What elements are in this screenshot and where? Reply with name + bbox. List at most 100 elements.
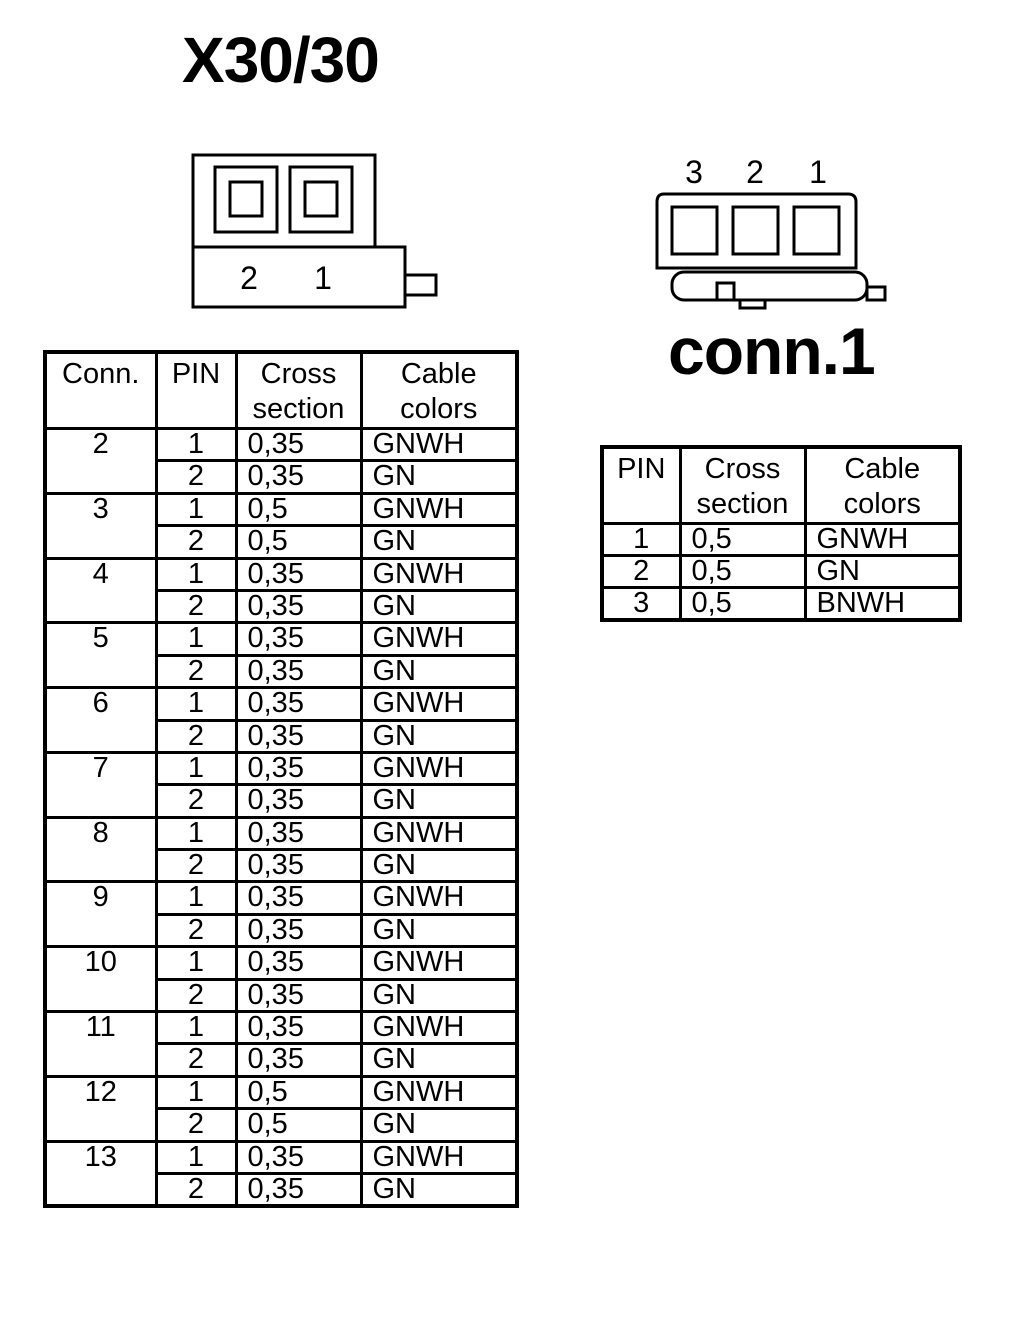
conn-cell: 4 bbox=[43, 556, 158, 625]
cable-color-cell: GNWH bbox=[359, 815, 519, 852]
pin-cell: 3 bbox=[600, 586, 682, 622]
x30-pin-label: 1 bbox=[314, 260, 332, 296]
cable-color-cell: GNWH bbox=[359, 1010, 519, 1046]
x30-30-title: X30/30 bbox=[182, 24, 380, 96]
x30-pin-label: 2 bbox=[240, 260, 258, 296]
cable-color-cell: GNWH bbox=[359, 750, 519, 787]
conn-cell: 9 bbox=[43, 880, 158, 949]
cross-section-cell: 0,35 bbox=[234, 750, 363, 787]
cable-color-cell: GN bbox=[359, 977, 519, 1014]
conn-cell: 2 bbox=[43, 427, 158, 495]
cable-color-cell: GN bbox=[359, 912, 519, 949]
pin-cell: 1 bbox=[154, 1010, 238, 1046]
cross-section-cell: 0,35 bbox=[234, 815, 363, 852]
cable-color-cell: GN bbox=[359, 459, 519, 495]
conn1-pin-label: 3 bbox=[685, 154, 703, 190]
cross-section-cell: 0,35 bbox=[234, 1042, 363, 1078]
pin-cell: 1 bbox=[154, 815, 238, 852]
pin-cell: 2 bbox=[154, 459, 238, 495]
cross-section-cell: 0,5 bbox=[234, 1107, 363, 1143]
cable-color-cell: GN bbox=[359, 848, 519, 884]
conn-cell: 12 bbox=[43, 1074, 158, 1143]
pin-cell: 1 bbox=[154, 621, 238, 657]
conn1-pin-label: 2 bbox=[746, 154, 764, 190]
header-pin: PIN bbox=[600, 445, 682, 525]
pin-cell: 2 bbox=[154, 1107, 238, 1143]
x30-connector-drawing: 2 1 bbox=[191, 153, 438, 309]
cable-color-cell: GN bbox=[359, 653, 519, 690]
cable-color-cell: GNWH bbox=[359, 621, 519, 657]
conn-cell: 13 bbox=[43, 1139, 158, 1208]
pin-cell: 2 bbox=[154, 1042, 238, 1078]
pin-cell: 1 bbox=[154, 491, 238, 528]
cross-section-cell: 0,5 bbox=[234, 524, 363, 560]
cross-section-cell: 0,35 bbox=[234, 718, 363, 754]
cross-section-cell: 0,5 bbox=[234, 491, 363, 528]
conn1-title: conn.1 bbox=[668, 314, 876, 388]
cross-section-cell: 0,35 bbox=[234, 556, 363, 592]
pin-cell: 1 bbox=[154, 686, 238, 722]
conn1-connector-drawing: 3 2 1 bbox=[655, 154, 887, 310]
cable-color-cell: GNWH bbox=[359, 880, 519, 916]
cable-color-cell: GN bbox=[359, 588, 519, 625]
conn-cell: 6 bbox=[43, 686, 158, 754]
cable-color-cell: GNWH bbox=[359, 426, 519, 463]
cross-section-cell: 0,35 bbox=[234, 588, 363, 625]
cross-section-cell: 0,35 bbox=[234, 459, 363, 495]
conn-cell: 11 bbox=[43, 1010, 158, 1078]
conn-cell: 8 bbox=[43, 815, 158, 884]
cross-section-cell: 0,35 bbox=[234, 426, 363, 463]
pin-cell: 2 bbox=[154, 1171, 238, 1208]
pin-cell: 2 bbox=[600, 554, 682, 589]
pin-cell: 2 bbox=[154, 524, 238, 560]
cable-color-cell: GNWH bbox=[359, 686, 519, 722]
pin-cell: 1 bbox=[154, 945, 238, 981]
cross-section-cell: 0,35 bbox=[234, 848, 363, 884]
pin-cell: 1 bbox=[154, 1074, 238, 1111]
cross-section-cell: 0,35 bbox=[234, 653, 363, 690]
cross-section-cell: 0,35 bbox=[234, 1139, 363, 1176]
cable-color-cell: GNWH bbox=[359, 1139, 519, 1176]
pin-cell: 2 bbox=[154, 653, 238, 690]
pin-cell: 2 bbox=[154, 718, 238, 754]
pin-cell: 1 bbox=[154, 426, 238, 463]
cable-color-cell: GNWH bbox=[359, 556, 519, 592]
cross-section-cell: 0,35 bbox=[234, 783, 363, 819]
cross-section-cell: 0,5 bbox=[234, 1074, 363, 1111]
cable-color-cell: GNWH bbox=[359, 1074, 519, 1111]
pin-cell: 1 bbox=[600, 522, 682, 557]
cross-section-cell: 0,35 bbox=[234, 621, 363, 657]
cross-section-cell: 0,5 bbox=[678, 554, 807, 589]
cable-color-cell: GN bbox=[359, 718, 519, 754]
pin-cell: 2 bbox=[154, 783, 238, 819]
pin-cell: 2 bbox=[154, 848, 238, 884]
cable-color-cell: GN bbox=[359, 1042, 519, 1078]
conn1-pin-label: 1 bbox=[809, 154, 827, 190]
